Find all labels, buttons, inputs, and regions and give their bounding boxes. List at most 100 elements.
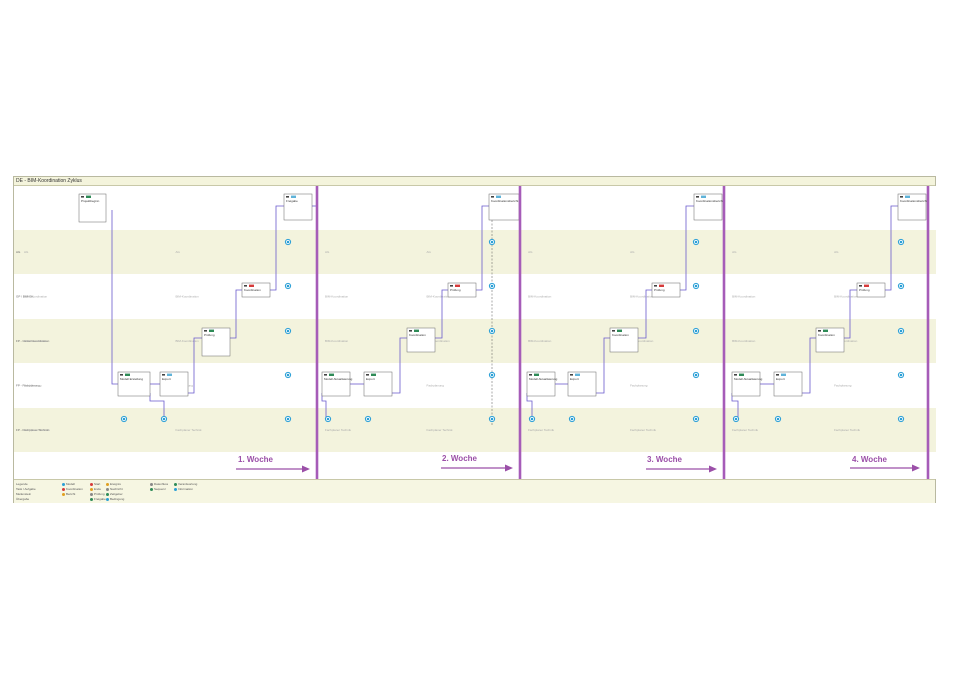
event-core <box>490 240 494 244</box>
task-status-icon <box>209 329 214 332</box>
ghost-label: Fachplanung <box>24 384 42 388</box>
event-core <box>694 284 698 288</box>
task-frame <box>321 371 351 397</box>
week-label: 1. Woche <box>238 455 274 464</box>
swimlane <box>14 230 936 274</box>
legend-swatch <box>90 482 93 486</box>
flow-connector <box>802 337 816 394</box>
legend-entry: Ereignis <box>106 482 121 486</box>
lane-label: FP - Fachplanung <box>16 384 40 388</box>
ghost-label: BIM-Koordination <box>630 295 654 299</box>
legend-entry: Zeitgeber <box>106 492 123 496</box>
event-core <box>490 373 494 377</box>
ghost-label: Fachplaner Technik <box>176 428 202 432</box>
task-status-icon <box>575 373 580 376</box>
task-box: Export <box>363 371 393 397</box>
event-core <box>776 417 780 421</box>
task-frame <box>567 371 597 397</box>
week-divider <box>518 186 522 479</box>
legend-swatch <box>90 487 93 491</box>
flow-connector <box>321 393 327 418</box>
task-id <box>162 374 165 376</box>
event-core <box>490 417 494 421</box>
task-id <box>776 374 779 376</box>
task-box: Koordinationsbericht <box>488 193 520 221</box>
ghost-label: BIM-Koordination <box>427 339 451 343</box>
flow-connector <box>638 289 652 339</box>
task-status-icon <box>291 195 296 198</box>
event-marker <box>732 415 740 423</box>
legend-swatch <box>150 482 153 486</box>
ghost-label: AG <box>427 250 432 254</box>
legend-entry: Bericht <box>62 492 75 496</box>
flow-connector <box>149 393 165 418</box>
task-box: Modell Aktualisierung <box>321 371 353 397</box>
task-box: Export <box>567 371 597 397</box>
task-id <box>859 285 862 287</box>
event-marker <box>897 238 905 246</box>
event-core <box>570 417 574 421</box>
task-frame <box>815 327 845 353</box>
event-marker <box>120 415 128 423</box>
task-box: Koordinationsbericht <box>897 193 928 221</box>
legend-swatch <box>106 497 109 501</box>
legend-swatch <box>174 487 177 491</box>
event-marker <box>774 415 782 423</box>
task-id <box>366 374 369 376</box>
swimlane <box>14 408 936 452</box>
task-frame <box>201 327 231 357</box>
task-status-icon <box>249 284 254 287</box>
ghost-label: Fachplaner Technik <box>24 428 50 432</box>
task-box: Modell Erstellung <box>117 371 151 397</box>
task-box: Koordination <box>815 327 845 353</box>
task-label: Export <box>366 377 375 381</box>
legend-entry: Legende <box>16 482 28 486</box>
event-core <box>286 240 290 244</box>
task-frame <box>117 371 151 397</box>
task-id <box>529 374 532 376</box>
task-id <box>734 374 737 376</box>
task-id <box>244 285 247 287</box>
legend-label: Koordination <box>66 487 83 491</box>
task-label: Prüfung <box>204 333 215 337</box>
swimlane <box>14 186 936 230</box>
event-core <box>899 284 903 288</box>
legend-swatch <box>62 482 65 486</box>
legend-entry: Sequenz <box>150 487 166 491</box>
task-status-icon <box>455 284 460 287</box>
task-id <box>818 330 821 332</box>
task-label: Freigabe <box>286 199 298 203</box>
ghost-label: AG <box>630 250 635 254</box>
legend-swatch <box>62 492 65 496</box>
event-core <box>286 284 290 288</box>
task-status-icon <box>864 284 869 287</box>
task-frame <box>897 193 927 221</box>
task-status-icon <box>617 329 622 332</box>
task-box: Freigabe <box>283 193 313 221</box>
ghost-label: Fachplanung <box>630 384 648 388</box>
task-id <box>900 196 903 198</box>
ghost-label: BIM-Koordination <box>732 295 756 299</box>
legend-entry: Prüfung <box>90 492 105 496</box>
task-id <box>696 196 699 198</box>
event-core <box>899 240 903 244</box>
event-marker <box>692 282 700 290</box>
task-id <box>654 285 657 287</box>
task-box: Projektbeginn <box>78 193 107 223</box>
flow-connector <box>476 205 489 291</box>
event-core <box>286 329 290 333</box>
event-core <box>162 417 166 421</box>
lane-label: GP / BIM-GK <box>16 295 33 299</box>
legend-label: Start <box>94 482 101 486</box>
event-marker <box>324 415 332 423</box>
event-marker <box>568 415 576 423</box>
flow-connector <box>731 393 739 418</box>
task-box: Prüfung <box>201 327 231 357</box>
event-marker <box>284 327 292 335</box>
task-frame <box>609 327 639 353</box>
ghost-label: AG <box>732 250 737 254</box>
legend-swatch <box>150 487 153 491</box>
task-status-icon <box>125 373 130 376</box>
task-status-icon <box>414 329 419 332</box>
